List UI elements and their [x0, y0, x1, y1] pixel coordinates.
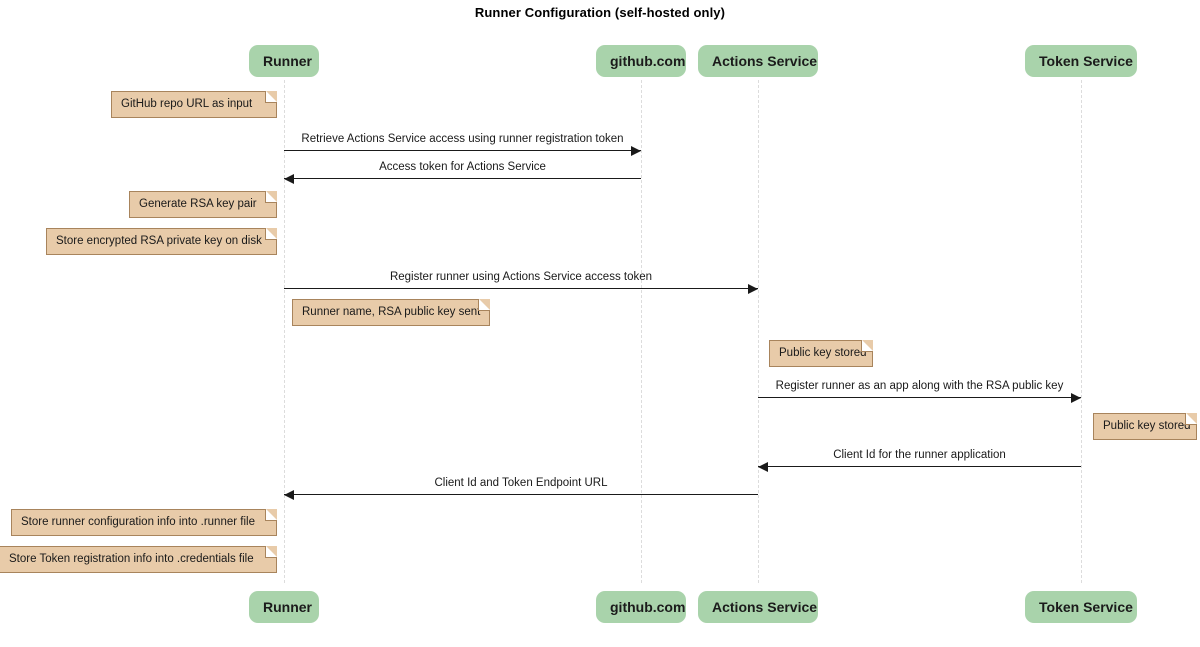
note-8: Store Token registration info into .cred… [0, 546, 277, 574]
lifeline-token [1081, 80, 1082, 583]
note-4: Runner name, RSA public key sent [292, 299, 490, 327]
arrowhead-right [748, 284, 758, 294]
note-2: Generate RSA key pair [129, 191, 277, 219]
arrowhead-left [758, 462, 768, 472]
message-line [284, 150, 641, 151]
note-fold-triangle-icon [266, 546, 277, 557]
note-5: Public key stored [769, 340, 873, 368]
participant-actions-bottom[interactable]: Actions Service [698, 591, 818, 623]
note-text: Generate RSA key pair [139, 198, 257, 210]
note-3: Store encrypted RSA private key on disk [46, 228, 277, 256]
lifeline-actions [758, 80, 759, 583]
note-text: Public key stored [1103, 420, 1191, 432]
message-line [758, 466, 1081, 467]
participant-github-bottom[interactable]: github.com [596, 591, 686, 623]
arrowhead-left [284, 490, 294, 500]
message-line [758, 397, 1081, 398]
participant-actions-top[interactable]: Actions Service [698, 45, 818, 77]
message-label: Register runner using Actions Service ac… [389, 271, 653, 283]
note-fold-triangle-icon [479, 299, 490, 310]
arrowhead-right [1071, 393, 1081, 403]
diagram-title: Runner Configuration (self-hosted only) [474, 5, 726, 20]
note-6: Public key stored [1093, 413, 1197, 441]
message-line [284, 288, 758, 289]
note-fold-triangle-icon [862, 340, 873, 351]
message-label: Access token for Actions Service [379, 161, 546, 173]
participant-runner-top[interactable]: Runner [249, 45, 319, 77]
note-7: Store runner configuration info into .ru… [11, 509, 277, 537]
message-label: Client Id and Token Endpoint URL [434, 477, 608, 489]
note-text: Store encrypted RSA private key on disk [56, 235, 262, 247]
note-text: Runner name, RSA public key sent [302, 306, 481, 318]
participant-runner-bottom[interactable]: Runner [249, 591, 319, 623]
arrowhead-right [631, 146, 641, 156]
note-text: Store runner configuration info into .ru… [21, 516, 255, 528]
participant-github-top[interactable]: github.com [596, 45, 686, 77]
note-fold-triangle-icon [1186, 413, 1197, 424]
lifeline-github [641, 80, 642, 583]
message-label: Register runner as an app along with the… [775, 380, 1064, 392]
message-line [284, 494, 758, 495]
lifeline-runner [284, 80, 285, 583]
note-fold-triangle-icon [266, 91, 277, 102]
note-fold-triangle-icon [266, 509, 277, 520]
participant-token-top[interactable]: Token Service [1025, 45, 1137, 77]
message-line [284, 178, 641, 179]
message-label: Retrieve Actions Service access using ru… [301, 133, 624, 145]
note-text: GitHub repo URL as input [121, 98, 253, 110]
note-text: Public key stored [779, 347, 867, 359]
arrowhead-left [284, 174, 294, 184]
message-label: Client Id for the runner application [833, 449, 1006, 461]
note-fold-triangle-icon [266, 191, 277, 202]
participant-token-bottom[interactable]: Token Service [1025, 591, 1137, 623]
note-fold-triangle-icon [266, 228, 277, 239]
note-text: Store Token registration info into .cred… [9, 553, 254, 565]
note-1: GitHub repo URL as input [111, 91, 277, 119]
